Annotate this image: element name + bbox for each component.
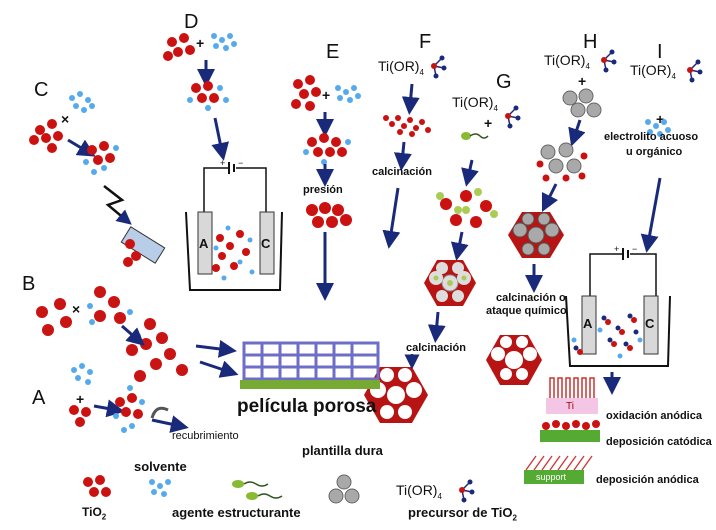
electrolysis-cell-d: + − [185, 158, 283, 291]
mix-sign-c: × [61, 111, 69, 127]
arrow-c1 [67, 138, 96, 157]
svg-text:+: + [322, 87, 330, 103]
precursor-h: Ti(OR)4 [544, 52, 590, 71]
step-dep-anodica: deposición anódica [596, 474, 699, 486]
mixture-h [536, 142, 588, 182]
label-h: H [583, 31, 598, 53]
mixture-d [187, 81, 229, 111]
step-recubrimiento: recubrimiento [172, 430, 239, 442]
svg-text:+: + [484, 115, 492, 131]
svg-text:+: + [578, 73, 586, 89]
label-a: A [32, 387, 46, 409]
solvent-a [71, 363, 93, 385]
mixture-e [303, 133, 351, 165]
precursor-i: Ti(OR)4 [630, 62, 676, 81]
svg-text:−: − [238, 158, 243, 168]
step-ataque-quimico: ataque químico [486, 305, 567, 317]
tio2-cluster-d [163, 33, 195, 61]
route-a: + [69, 363, 189, 433]
electrode-anode-i: A [583, 316, 593, 331]
substrate-ti-label: Ti [566, 401, 574, 412]
porous-hex-h [486, 335, 542, 385]
tio2-stars-b [36, 286, 188, 382]
route-b: × [36, 286, 239, 382]
route-e: + [291, 75, 361, 301]
legend-solvente: solvente [134, 459, 187, 474]
mixture-c [83, 141, 119, 175]
hex-template-h [508, 212, 564, 258]
route-i: + + − [565, 59, 703, 395]
step-calcinacion-o: calcinación o [496, 292, 566, 304]
legend-precursor-icon [459, 479, 475, 503]
step-electrolito-2: u orgánico [626, 146, 683, 158]
step-oxidacion: oxidación anódica [606, 410, 702, 422]
solvent-cluster-c [69, 91, 95, 113]
plus-sign-d: + [196, 35, 204, 51]
step-calcinacion-g: calcinación [406, 342, 466, 354]
legend-agente: agente estructurante [172, 505, 301, 520]
micelles-g [436, 188, 498, 228]
label-g: G [496, 71, 512, 93]
hard-spheres-h [562, 88, 602, 118]
electrode-anode-d: A [199, 236, 209, 251]
pressed-cluster-e [306, 202, 352, 228]
electrode-cathode-d: C [261, 236, 271, 251]
precursor-g: Ti(OR)4 [452, 94, 498, 113]
label-i: I [657, 41, 663, 63]
route-h: + [486, 49, 617, 385]
label-d: D [184, 11, 199, 33]
legend-agent-icon [232, 480, 283, 500]
electrolysis-cell-i: + − [565, 244, 671, 367]
electrode-cathode-i: C [645, 316, 655, 331]
label-b: B [22, 273, 36, 295]
precursor-icon-h [601, 49, 617, 73]
svg-text:+: + [614, 244, 619, 254]
nanotube-ti [546, 377, 598, 414]
svg-text:−: − [632, 244, 637, 254]
legend-tio2-icon [83, 475, 111, 497]
step-presion: presión [303, 184, 343, 196]
tio2-cluster-e [291, 75, 321, 111]
step-dep-catodica: deposición catódica [606, 436, 712, 448]
coating-tool-a [150, 406, 189, 433]
spray-zigzag-c [103, 185, 132, 225]
route-d: + + − [163, 33, 283, 291]
label-e: E [326, 41, 340, 63]
substrate-support-label: support [536, 472, 567, 482]
precursor-icon-f [431, 55, 447, 79]
legend-solvent-icon [149, 479, 171, 497]
anodic-deposit [524, 455, 593, 484]
svg-text:×: × [72, 301, 80, 317]
result-label: película porosa [237, 396, 377, 417]
mixture-a [113, 385, 145, 433]
precursor-icon-g [505, 105, 521, 129]
solvent-cluster-d [211, 33, 237, 51]
tio2-a [69, 405, 91, 427]
precursor-icon-i [687, 59, 703, 83]
structuring-agent-g [461, 132, 489, 140]
legend-tio2: TiO2 [82, 505, 107, 522]
label-f: F [419, 31, 432, 53]
step-calcinacion-f: calcinación [372, 166, 432, 178]
svg-text:+: + [220, 158, 225, 168]
solvent-cluster-i [645, 119, 671, 137]
legend-plantilla: plantilla dura [302, 443, 383, 458]
chain-network-f [383, 115, 431, 137]
route-c: × [29, 91, 166, 267]
hex-template-g [424, 260, 476, 306]
svg-text:+: + [76, 391, 84, 407]
svg-text:+: + [656, 111, 664, 127]
legend-precursor: precursor de TiO2 [408, 505, 517, 523]
tio2-cluster-c [29, 119, 63, 153]
legend-precursor-formula: Ti(OR)4 [396, 482, 442, 501]
label-c: C [34, 79, 49, 101]
legend-template-icon [328, 474, 360, 504]
solvent-cluster-e [335, 85, 361, 103]
cathodic-deposit [540, 420, 600, 442]
precursor-f: Ti(OR)4 [378, 58, 424, 77]
route-f [382, 55, 447, 249]
porous-film [240, 341, 380, 389]
step-electrolito-1: electrolito acuoso [604, 131, 699, 143]
